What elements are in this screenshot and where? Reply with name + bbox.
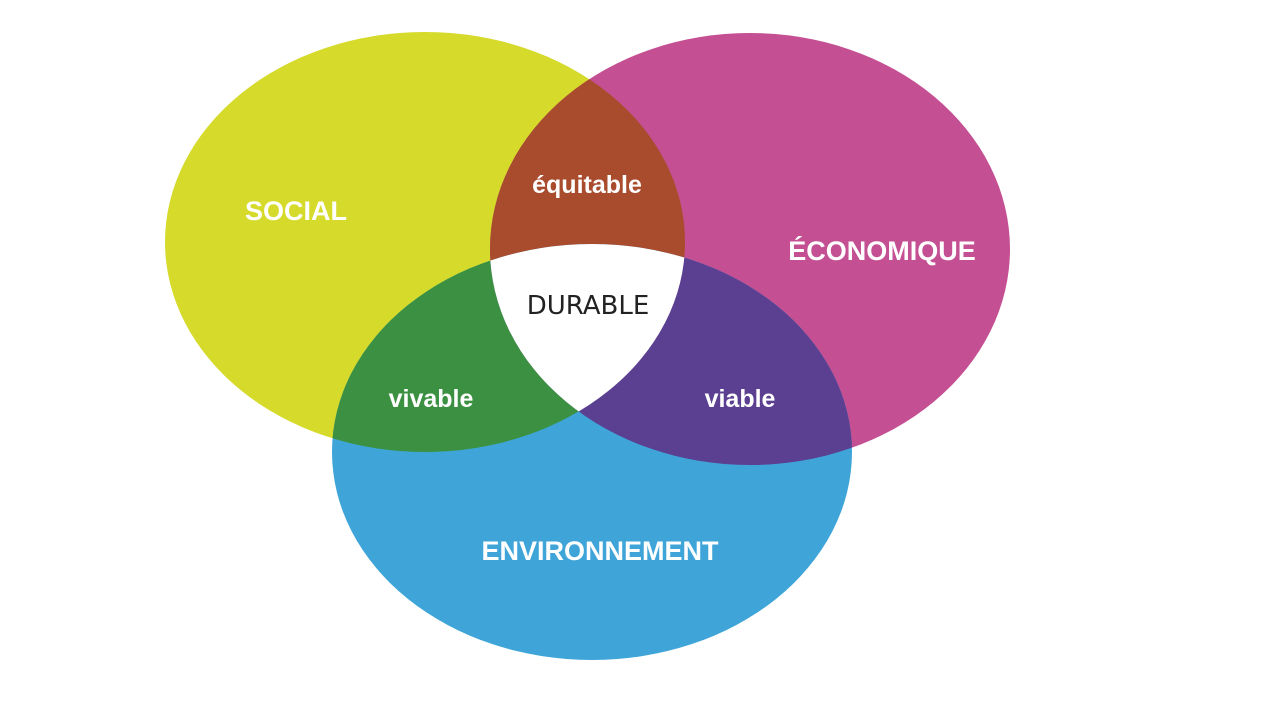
environnement-label: ENVIRONNEMENT bbox=[481, 536, 719, 566]
viable-label: viable bbox=[705, 385, 776, 413]
vivable-label: vivable bbox=[389, 385, 474, 413]
social-label: SOCIAL bbox=[245, 196, 347, 226]
vivable-region bbox=[332, 244, 685, 452]
economique-label: ÉCONOMIQUE bbox=[788, 235, 976, 266]
equitable-label: équitable bbox=[532, 171, 642, 199]
durable-label: DURABLE bbox=[527, 291, 650, 321]
